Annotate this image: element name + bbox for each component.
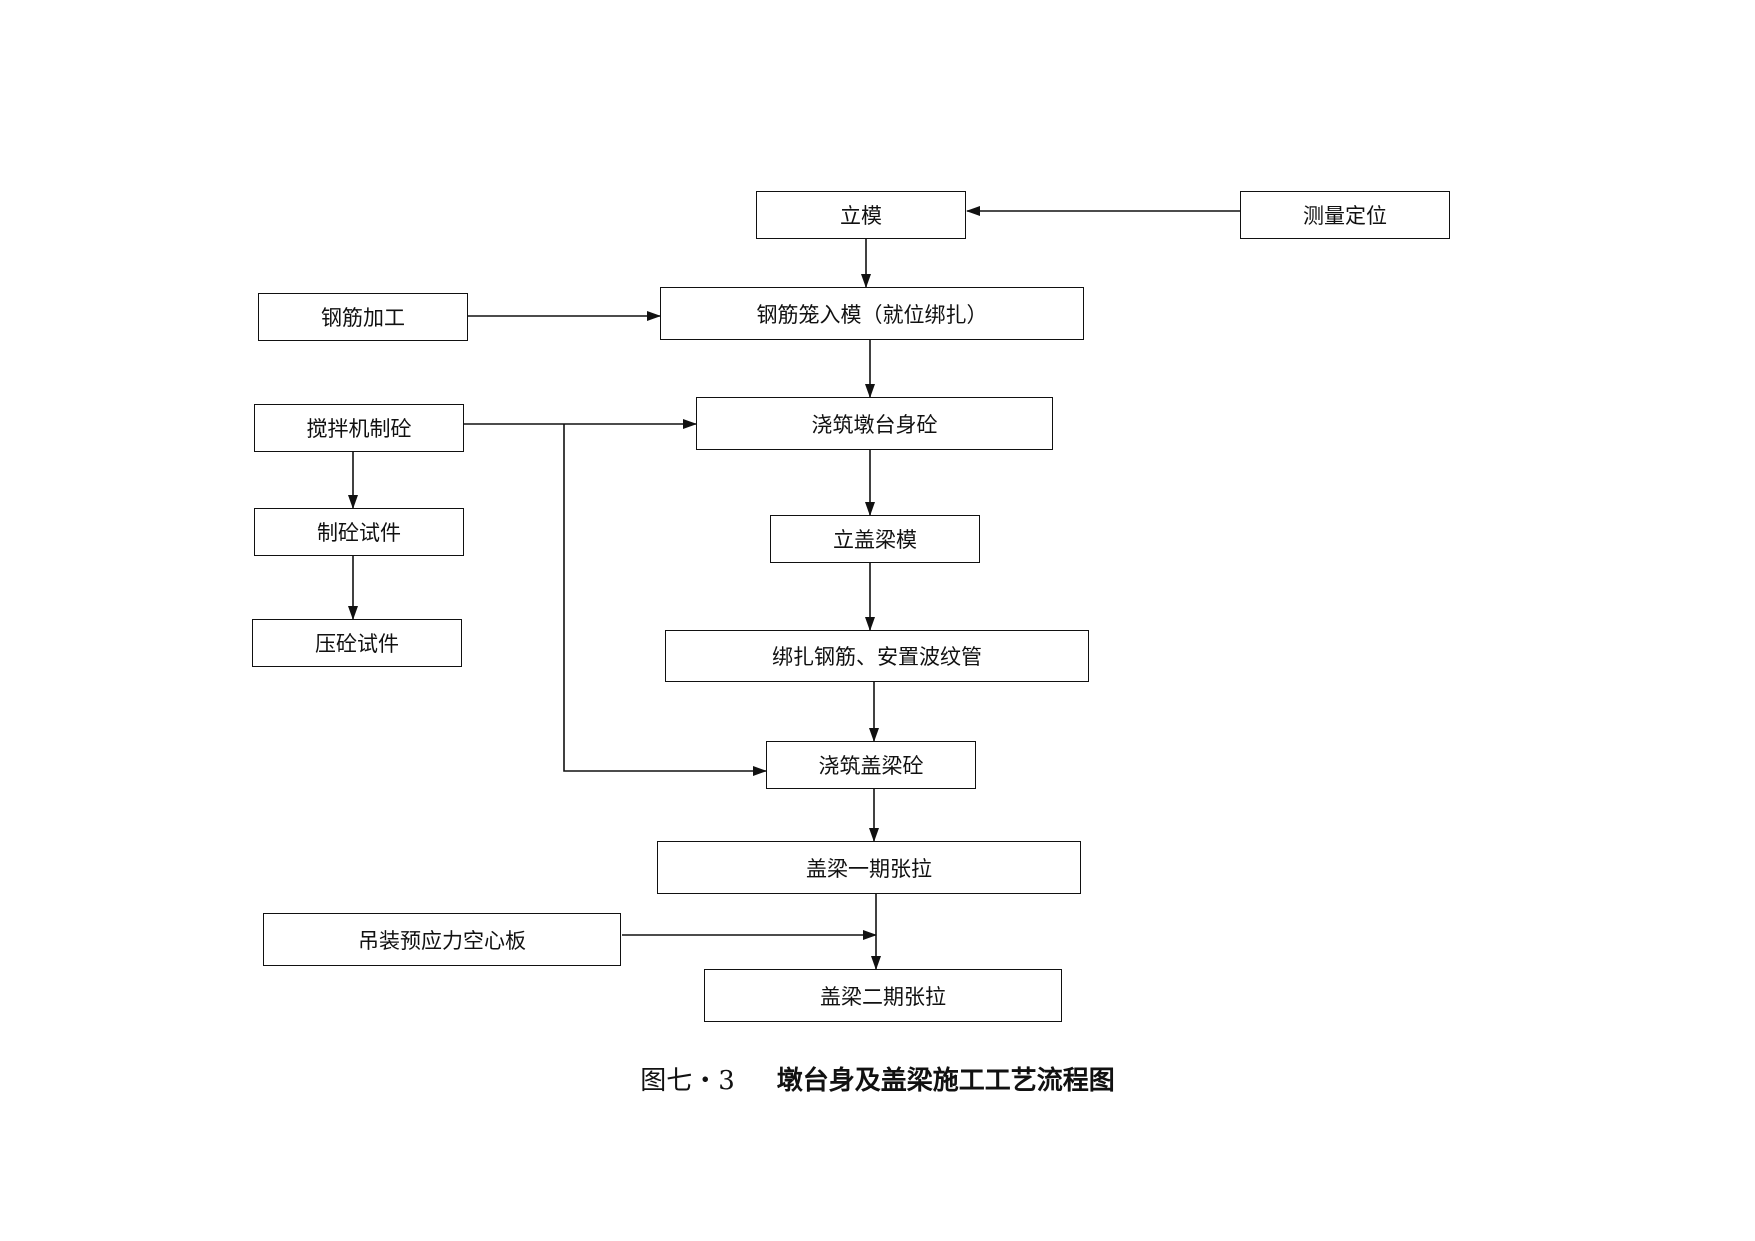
node-celiang: 测量定位 xyxy=(1240,191,1450,239)
node-jiaozhu-gailiang: 浇筑盖梁砼 xyxy=(766,741,976,789)
node-zhangla-2: 盖梁二期张拉 xyxy=(704,969,1062,1022)
node-bangza: 绑扎钢筋、安置波纹管 xyxy=(665,630,1089,682)
node-gangjin-jiagong: 钢筋加工 xyxy=(258,293,468,341)
node-jiaozhu-duntai: 浇筑墩台身砼 xyxy=(696,397,1053,450)
node-zhangla-1: 盖梁一期张拉 xyxy=(657,841,1081,894)
figure-caption: 图七・3 墩台身及盖梁施工工艺流程图 xyxy=(0,1060,1755,1097)
figure-number: 图七・3 xyxy=(640,1066,735,1096)
node-diaozhuang: 吊装预应力空心板 xyxy=(263,913,621,966)
node-gangjinlong: 钢筋笼入模（就位绑扎） xyxy=(660,287,1084,340)
node-ya-shijian: 压砼试件 xyxy=(252,619,462,667)
arrow-jiaobanji-to-jiaozhu-gailiang xyxy=(563,424,767,776)
node-li-gailiang: 立盖梁模 xyxy=(770,515,980,563)
node-zhi-shijian: 制砼试件 xyxy=(254,508,464,556)
node-limo: 立模 xyxy=(756,191,966,239)
figure-title: 墩台身及盖梁施工工艺流程图 xyxy=(776,1066,1115,1096)
node-jiaobanji: 搅拌机制砼 xyxy=(254,404,464,452)
